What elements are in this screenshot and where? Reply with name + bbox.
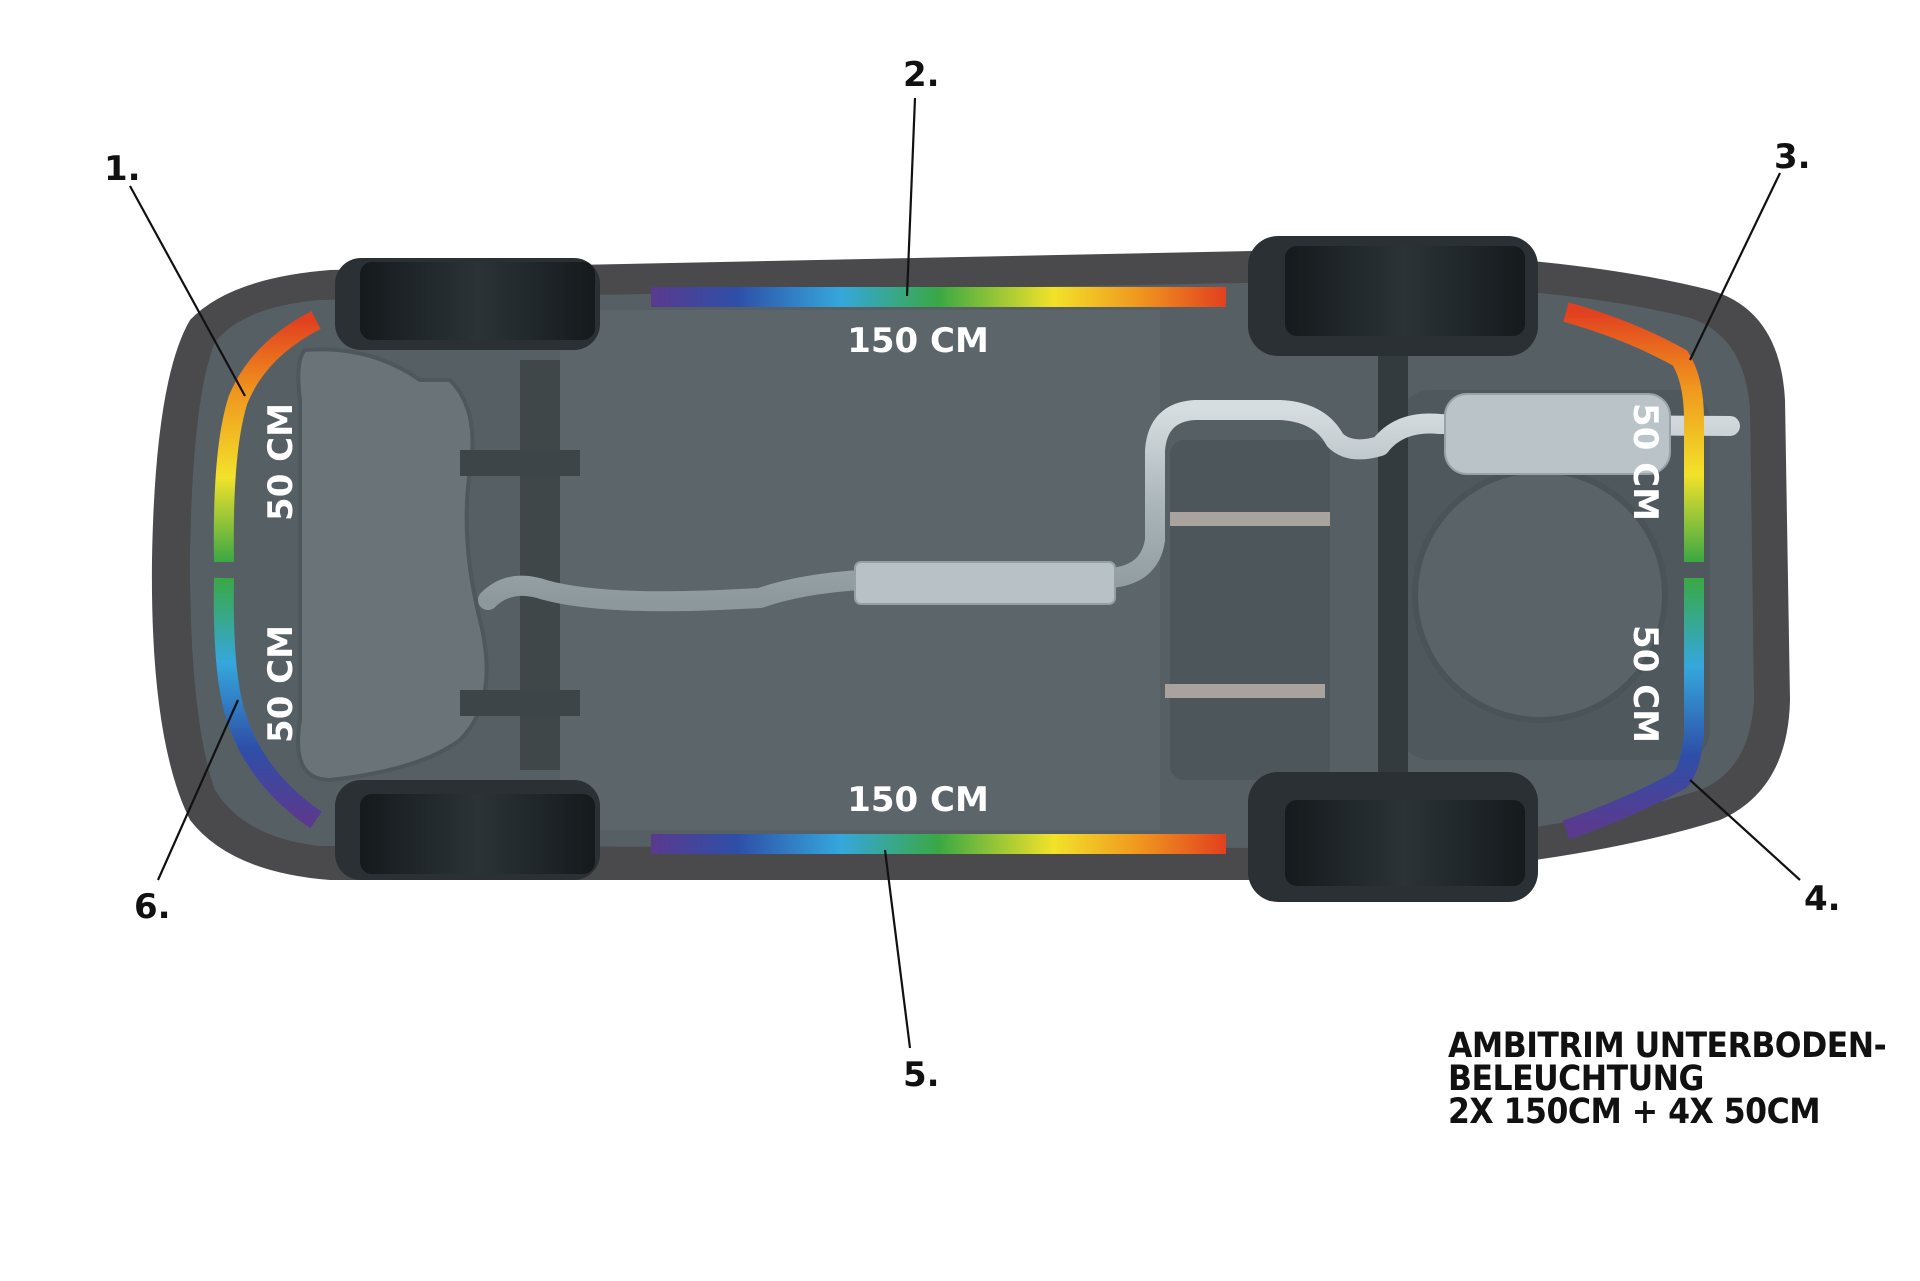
rear-muffler (1444, 393, 1671, 475)
front-crossmember-2 (460, 450, 580, 476)
fuel-tank (1170, 440, 1330, 780)
strip-length-top: 150 CM (847, 321, 989, 361)
strip-length-front-left: 50 CM (261, 403, 301, 521)
strip-length-rear-left: 50 CM (1625, 403, 1665, 521)
led-strip-3-rear-left (1563, 302, 1704, 562)
callout-number-4: 4. (1804, 879, 1841, 919)
led-strip-6-front-right (213, 577, 322, 829)
callout-line-6 (156, 699, 240, 881)
front-crossmember-3 (460, 690, 580, 716)
tire-rear-right (1248, 772, 1538, 902)
callout-number-5: 5. (903, 1055, 940, 1095)
led-strip-2-top (651, 287, 1226, 307)
caption-line-2: BELEUCHTUNG (1448, 1059, 1704, 1099)
callout-number-3: 3. (1774, 137, 1811, 177)
callout-line-2 (905, 97, 917, 297)
strip-length-rear-right: 50 CM (1625, 625, 1665, 743)
tire-front-right (335, 780, 600, 880)
callout-line-1 (129, 185, 246, 397)
callout-line-5 (883, 849, 912, 1049)
tank-strap-2 (1165, 684, 1325, 698)
strip-length-front-right: 50 CM (261, 625, 301, 743)
strip-length-bottom: 150 CM (847, 780, 989, 820)
callout-line-4 (1689, 779, 1801, 881)
callout-number-1: 1. (104, 149, 141, 189)
middle-muffler (854, 561, 1116, 605)
tire-front-left (335, 258, 600, 350)
led-strip-4-rear-right (1562, 578, 1704, 840)
product-caption: AMBITRIM UNTERBODEN- BELEUCHTUNG 2X 150C… (1448, 1026, 1887, 1132)
led-strip-1-front-left (213, 311, 321, 563)
caption-line-1: AMBITRIM UNTERBODEN- (1448, 1026, 1887, 1066)
tank-strap-1 (1170, 512, 1330, 526)
front-subframe (296, 347, 489, 783)
tire-rear-left (1248, 236, 1538, 356)
rear-axle (1378, 300, 1408, 810)
callout-line-3 (1689, 172, 1781, 361)
exhaust-pipe (478, 400, 1740, 612)
led-strip-5-bottom (651, 834, 1226, 854)
callout-number-6: 6. (134, 887, 171, 927)
callout-number-2: 2. (903, 55, 940, 95)
caption-line-3: 2X 150CM + 4X 50CM (1448, 1092, 1821, 1132)
